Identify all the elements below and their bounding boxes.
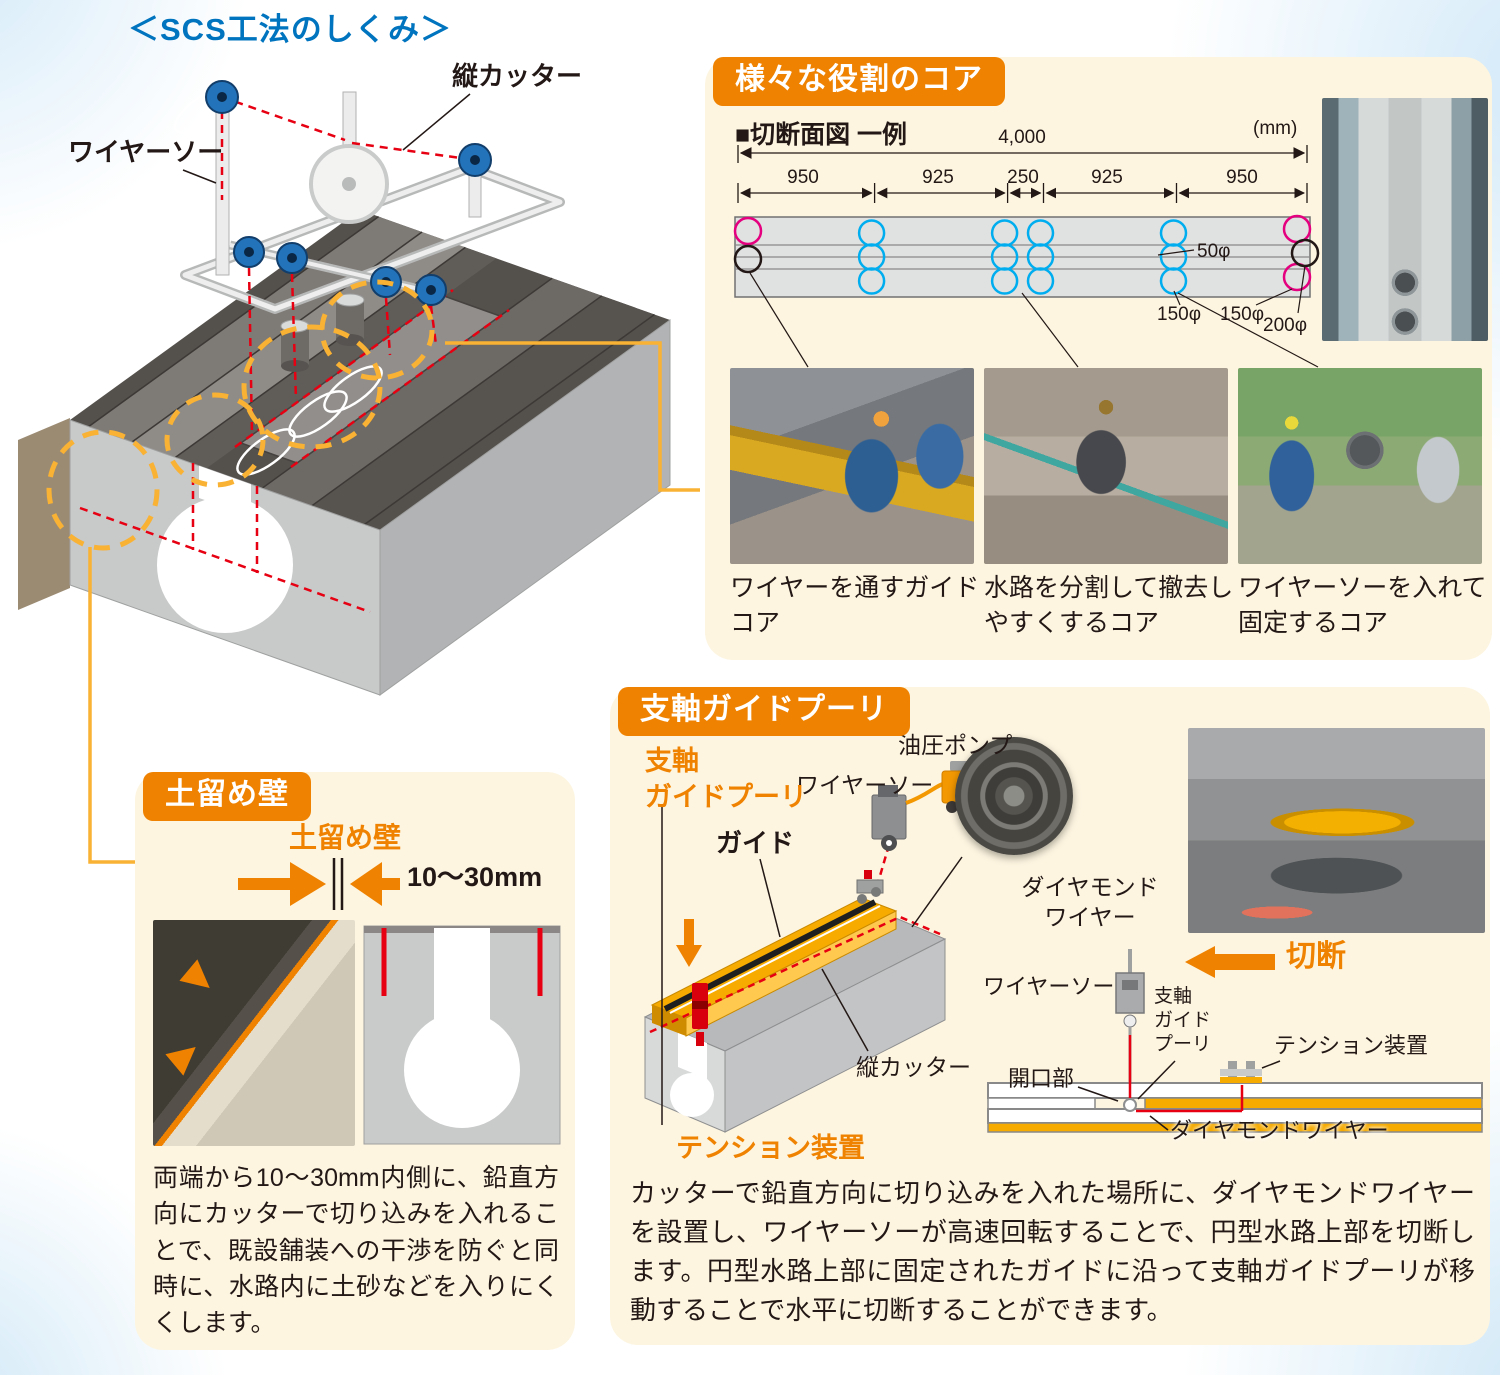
pulley-trolley-icon — [856, 870, 884, 904]
down-arrow-icon — [676, 919, 702, 967]
cs-label-diamond-wire: ダイヤモンドワイヤー — [1170, 1118, 1389, 1143]
cutting-plan-title: ■切断面図 一例 — [735, 121, 908, 149]
dia-150b: 150φ — [1220, 304, 1265, 325]
photo-wall-cut-closeup — [153, 920, 355, 1146]
wall-body-text: 両端から10〜30mm内側に、鉛直方向にカッターで切り込みを入れることで、既設舗… — [153, 1164, 559, 1337]
scs-overview-isometric-diagram — [18, 80, 700, 864]
cs-label-tension: テンション装置 — [1274, 1033, 1429, 1058]
label-vertical-cutter: 縦カッター — [452, 61, 583, 91]
dim-925-b: 925 — [1091, 167, 1123, 188]
core-cylinder-icon — [280, 293, 365, 372]
dim-total: 4,000 — [998, 127, 1046, 148]
photo-pulley-site — [1188, 728, 1485, 933]
dia-200: 200φ — [1263, 315, 1308, 336]
label-wire-saw-main: ワイヤーソー — [796, 772, 934, 798]
dim-950-a: 950 — [787, 167, 819, 188]
cut-arrow-icon — [1185, 946, 1275, 978]
label-cut: 切断 — [1286, 940, 1346, 973]
caption-guide-core: ワイヤーを通すガイドコア — [730, 574, 980, 637]
panel-retaining-wall: 土留め壁 土留め壁 10〜30mm 両端から10〜30mm内側に、鉛直方向にカッ… — [135, 772, 575, 1350]
caption-split-core: 水路を分割して撤去しやすくするコア — [984, 574, 1234, 637]
cs-tension-icon — [1220, 1061, 1262, 1083]
wall-cut-diagram — [363, 925, 561, 1145]
photo-guide-core — [730, 368, 974, 564]
cs-pulley-icon — [1123, 1098, 1137, 1112]
photo-diamond-wire-coil — [955, 737, 1073, 855]
cs-channel-bar — [987, 1082, 1483, 1133]
cs-diamond-wire-path — [1128, 1035, 1244, 1113]
label-shaft-guide-pulley: 支軸 ガイドプーリ — [645, 746, 807, 813]
label-wall-range: 10〜30mm — [407, 862, 543, 892]
photo-channel-cores — [1322, 98, 1488, 341]
unit-label: (mm) — [1253, 118, 1298, 139]
cs-label-wire-saw: ワイヤーソー — [983, 974, 1115, 999]
photo-fixing-core — [1238, 368, 1482, 564]
wire-saw-machine-icon — [871, 785, 907, 851]
caption-fixing-core: ワイヤーソーを入れて固定するコア — [1238, 574, 1487, 637]
cs-label-opening: 開口部 — [1008, 1066, 1075, 1091]
label-hydraulic-pump: 油圧ポンプ — [898, 732, 1013, 758]
guide-core-circles — [857, 219, 1188, 295]
cs-wire-saw-icon — [1115, 949, 1145, 1082]
dim-250: 250 — [1007, 167, 1039, 188]
guide-pulley-diagram — [643, 761, 1483, 1133]
highlight-circles — [46, 279, 435, 551]
label-diamond-wire: ダイヤモンド ワイヤー — [1021, 874, 1159, 930]
panel-guide-pulley: 支軸 ガイドプーリ ガイド ワイヤーソー 油圧ポンプ ダイヤモンド ワイヤー 縦… — [610, 687, 1490, 1345]
cutting-plan-band — [733, 214, 1320, 368]
connector-to-wall-panel — [88, 547, 140, 864]
pulley-body-text: カッターで鉛直方向に切り込みを入れた場所に、ダイヤモンドワイヤーを設置し、ワイヤ… — [630, 1178, 1475, 1325]
label-wire-saw: ワイヤーソー — [68, 137, 224, 167]
panel-cores: 様々な役割のコア ■切断面図 一例 (mm) 4,000 — [705, 57, 1492, 660]
page-title: ＜SCS工法のしくみ＞ — [128, 12, 452, 47]
panel-pulley-tab: 支軸ガイドプーリ — [618, 687, 910, 736]
panel-cores-tab: 様々な役割のコア — [713, 57, 1005, 106]
label-guide: ガイド — [716, 828, 795, 858]
label-retaining-wall: 土留め壁 — [288, 822, 401, 853]
dim-950-b: 950 — [1226, 167, 1258, 188]
tension-device-icon — [692, 983, 708, 1046]
dim-925-a: 925 — [922, 167, 954, 188]
wall-gap-arrows — [238, 858, 400, 910]
wire-path-dashed — [79, 95, 510, 614]
panel-wall-tab: 土留め壁 — [143, 772, 311, 821]
dimension-lines — [737, 145, 1308, 203]
cs-label-pulley: 支軸 ガイド プーリ — [1154, 986, 1212, 1055]
dia-50: 50φ — [1197, 241, 1231, 262]
label-tension-device: テンション装置 — [676, 1133, 865, 1163]
connector-to-core-panel — [445, 341, 700, 492]
label-vertical-cutter-2: 縦カッター — [856, 1054, 971, 1080]
photo-split-core — [984, 368, 1228, 564]
dia-150a: 150φ — [1157, 304, 1202, 325]
